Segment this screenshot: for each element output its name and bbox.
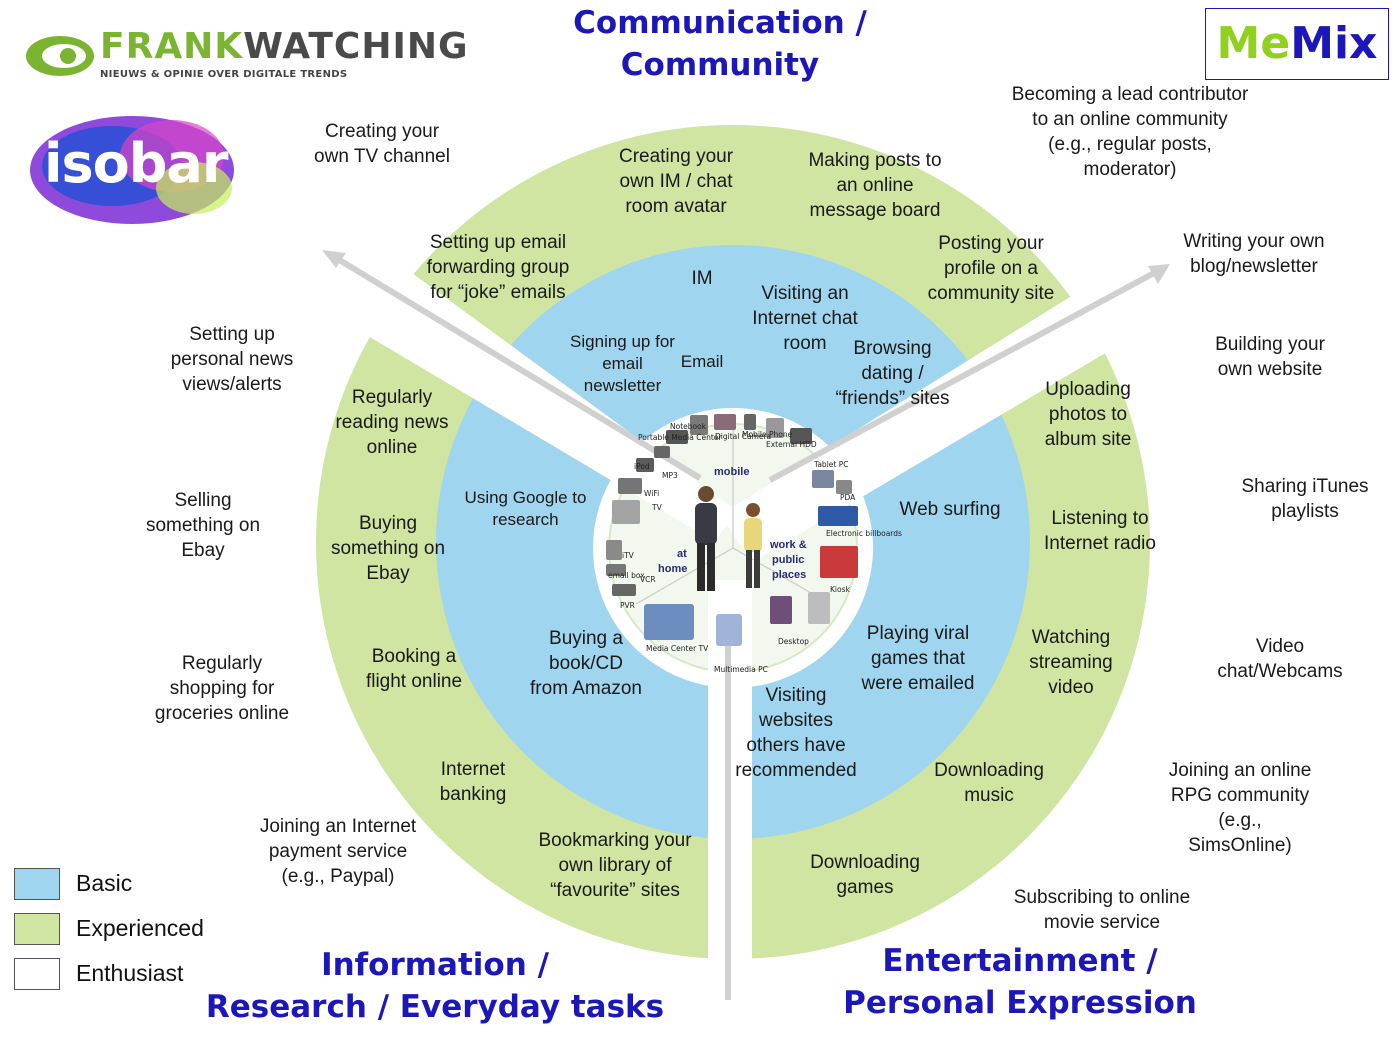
hub-label-at: at [677,548,687,560]
frankwatching-logo: FRANKWATCHING NIEUWS & OPINIE OVER DIGIT… [22,26,468,86]
hub-label-home: home [658,563,687,575]
device-label: Desktop [778,637,809,646]
legend-swatch-enthusiast [14,958,60,990]
item-im: IM [691,268,713,289]
memix-logo: MeMix [1205,8,1389,80]
device-label: email box [608,571,645,580]
legend-experienced: Experienced [14,913,274,945]
man-figure [695,486,717,591]
device-label: PVR [620,601,635,610]
device-label: iTV [622,551,635,560]
device-label: Tablet PC [813,460,848,469]
isobar-wordmark: isobar [44,132,228,195]
legend-basic: Basic [14,868,274,900]
device-label: Digital Camera [715,432,771,441]
device-label: Kiosk [830,585,850,594]
frankwatching-wordmark: FRANKWATCHING [100,26,469,67]
hub-label-places: places [772,569,806,581]
legend-swatch-experienced [14,913,60,945]
hub-label-public: public [772,554,804,566]
item-email: Email [680,352,724,371]
device-label: Electronic billboards [826,529,902,538]
frankwatching-eye-icon [26,36,94,76]
heading-entertainment: Entertainment / Personal Expression [843,943,1197,1021]
device-label: iPod [634,462,650,471]
device-label: MP3 [662,471,678,480]
device-label: Notebook [670,422,707,431]
isobar-logo: isobar [22,108,237,228]
item-web-surfing: Web surfing [899,499,1001,520]
frankwatching-tagline: NIEUWS & OPINIE OVER DIGITALE TRENDS [100,69,348,80]
woman-figure [744,503,762,588]
device-label: Mobile Phone [742,430,793,439]
device-icons [606,414,858,646]
device-label: Media Center TV [646,644,709,653]
device-label: External HDD [766,440,817,449]
heading-information: Information / Research / Everyday tasks [205,947,665,1025]
device-labels: Notebook Portable Media Center Digital C… [608,422,902,674]
device-label: VCR [640,575,656,584]
legend-swatch-basic [14,868,60,900]
device-label: Multimedia PC [714,665,768,674]
heading-communication: Communication / Community [573,5,867,83]
device-label: Portable Media Center [638,433,722,442]
arrow-upper-left [322,250,702,481]
device-label: WiFi [644,489,659,498]
arrow-upper-right [768,264,1170,483]
hub-label-mobile: mobile [714,466,749,478]
hub-label-work: work & [769,539,807,551]
device-label: PDA [840,493,856,502]
device-label: TV [651,503,663,512]
legend-enthusiast: Enthusiast [14,958,274,990]
